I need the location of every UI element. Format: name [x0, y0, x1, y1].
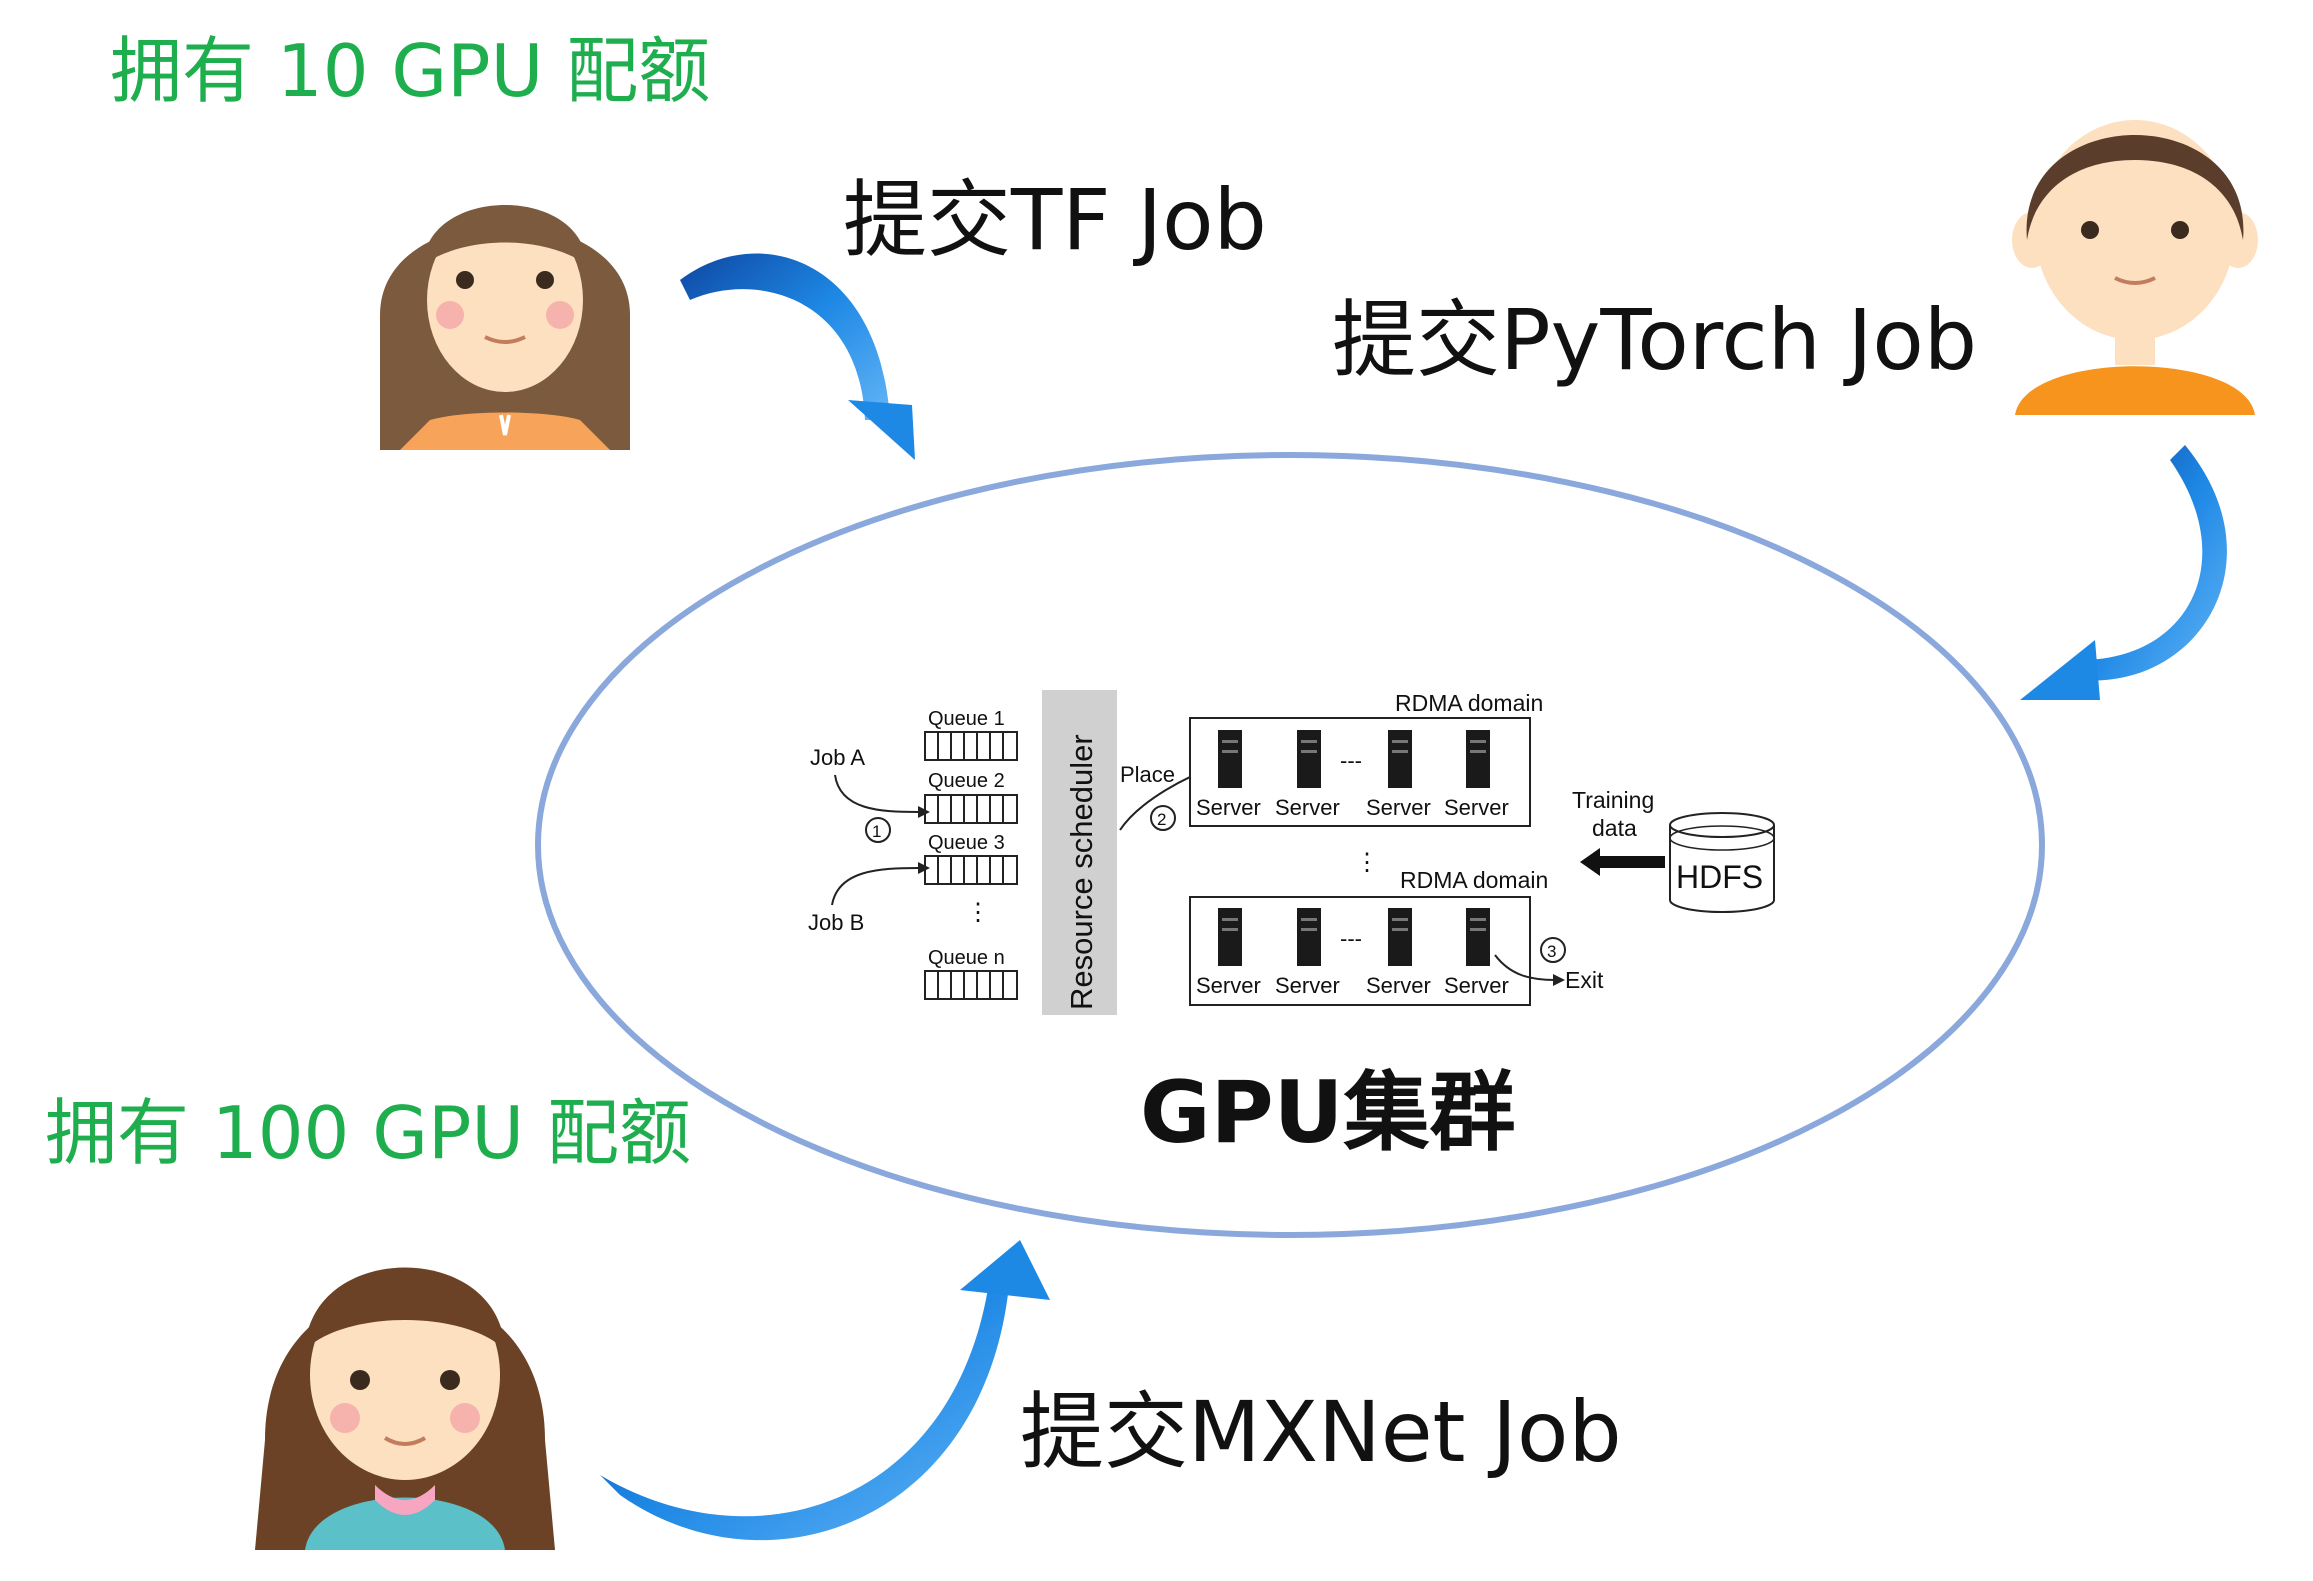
- server-label: Server: [1196, 795, 1261, 820]
- server-label: Server: [1275, 973, 1340, 998]
- queue-1-slots: [924, 731, 1018, 761]
- server-icon: [1218, 730, 1242, 788]
- scheduler-diagram: Job A Job B 1 Queue 1 Queue 2 Queue 3: [808, 690, 1775, 1015]
- server-label: Server: [1196, 973, 1261, 998]
- arrow-pytorch-job: [2020, 445, 2227, 700]
- user-avatar-girl-2: [255, 1267, 555, 1550]
- server-label: Server: [1444, 973, 1509, 998]
- rdma-domain-2-label: RDMA domain: [1400, 867, 1548, 893]
- server-label: Server: [1275, 795, 1340, 820]
- step-1: 1: [872, 822, 881, 841]
- step-2: 2: [1157, 810, 1166, 829]
- rdma-domain-1-label: RDMA domain: [1395, 690, 1543, 716]
- job-b-label: Job B: [808, 910, 864, 935]
- server-icon: [1388, 730, 1412, 788]
- submit-mxnet-job-label: 提交MXNet Job: [1020, 1383, 1622, 1481]
- place-label: Place: [1120, 762, 1175, 787]
- gpu-cluster-title: GPU集群: [1140, 1063, 1516, 1163]
- hdfs-label: HDFS: [1676, 859, 1763, 895]
- quota-label-100-gpu: 拥有 100 GPU 配额: [45, 1091, 691, 1175]
- queue-2-label: Queue 2: [928, 770, 1005, 792]
- arrow-mxnet-job: [600, 1240, 1050, 1541]
- queue-1-label: Queue 1: [928, 708, 1005, 730]
- queue-ellipsis: ⋮: [966, 899, 990, 926]
- queue-3-slots: [924, 855, 1018, 885]
- resource-scheduler-label: Resource scheduler: [1064, 734, 1099, 1010]
- user-avatar-girl-1: [380, 205, 630, 450]
- queue-3-label: Queue 3: [928, 832, 1005, 854]
- data-label: data: [1592, 815, 1637, 841]
- step-3: 3: [1547, 942, 1556, 961]
- submit-pytorch-job-label: 提交PyTorch Job: [1332, 291, 1978, 389]
- submit-tf-job-label: 提交TF Job: [843, 171, 1267, 269]
- server-label: Server: [1366, 973, 1431, 998]
- server-icon: [1388, 908, 1412, 966]
- server-icon: [1466, 730, 1490, 788]
- domain-ellipsis: ⋮: [1355, 849, 1379, 876]
- arrow-tf-job: [680, 253, 915, 460]
- quota-label-10-gpu: 拥有 10 GPU 配额: [110, 29, 711, 113]
- server-icon: [1297, 908, 1321, 966]
- server-label: Server: [1366, 795, 1431, 820]
- resource-scheduler-bar: [1042, 690, 1117, 1015]
- server-icon: [1218, 908, 1242, 966]
- exit-label: Exit: [1565, 967, 1604, 993]
- queue-2-slots: [924, 794, 1018, 824]
- training-label: Training: [1572, 787, 1654, 813]
- server-ellipsis: ---: [1340, 926, 1362, 951]
- server-icon: [1297, 730, 1321, 788]
- server-label: Server: [1444, 795, 1509, 820]
- queue-n-label: Queue n: [928, 947, 1005, 969]
- hdfs-database-icon: [1669, 812, 1775, 913]
- user-avatar-boy: [2012, 120, 2258, 415]
- training-data-arrow: [1580, 848, 1665, 876]
- job-a-label: Job A: [810, 745, 865, 770]
- queue-n-slots: [924, 970, 1018, 1000]
- server-ellipsis: ---: [1340, 748, 1362, 773]
- gpu-cluster-ellipse: [535, 452, 2045, 1238]
- server-icon: [1466, 908, 1490, 966]
